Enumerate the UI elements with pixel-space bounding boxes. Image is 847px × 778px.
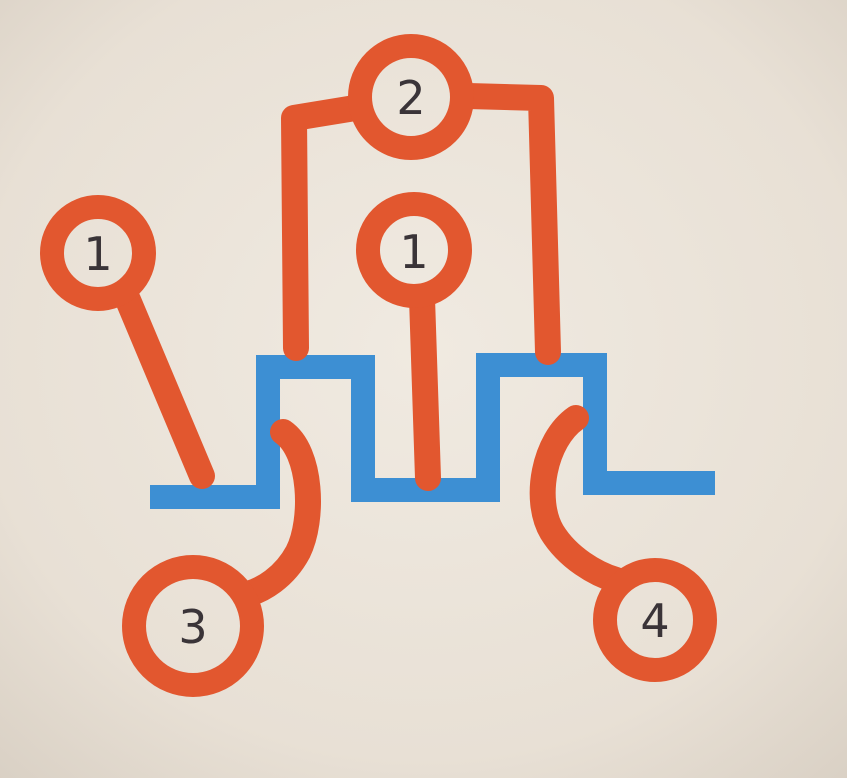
- node-bottom-right-label: 4: [640, 594, 669, 648]
- node-top-circle: [348, 34, 474, 160]
- node-top-label: 2: [396, 71, 425, 125]
- connector-top-right: [455, 83, 561, 365]
- node-center: 1: [356, 192, 472, 308]
- node-left: 1: [40, 195, 156, 311]
- node-left-label: 1: [83, 227, 112, 281]
- node-top: 2: [348, 34, 474, 160]
- node-center-label: 1: [399, 225, 428, 279]
- node-bottom-left: 3: [122, 555, 264, 697]
- node-bottom-left-label: 3: [178, 600, 207, 654]
- connector-left: [115, 287, 215, 489]
- node-bottom-left-circle: [122, 555, 264, 697]
- node-bottom-right-circle: [593, 558, 717, 682]
- connector-bottom-right: [529, 405, 629, 593]
- connector-center: [409, 285, 441, 491]
- connector-bottom-left: [235, 419, 321, 607]
- connector-top-left: [281, 95, 368, 361]
- node-bottom-right: 4: [593, 558, 717, 682]
- red-connectors: [115, 83, 629, 607]
- node-left-circle: [40, 195, 156, 311]
- node-center-circle: [356, 192, 472, 308]
